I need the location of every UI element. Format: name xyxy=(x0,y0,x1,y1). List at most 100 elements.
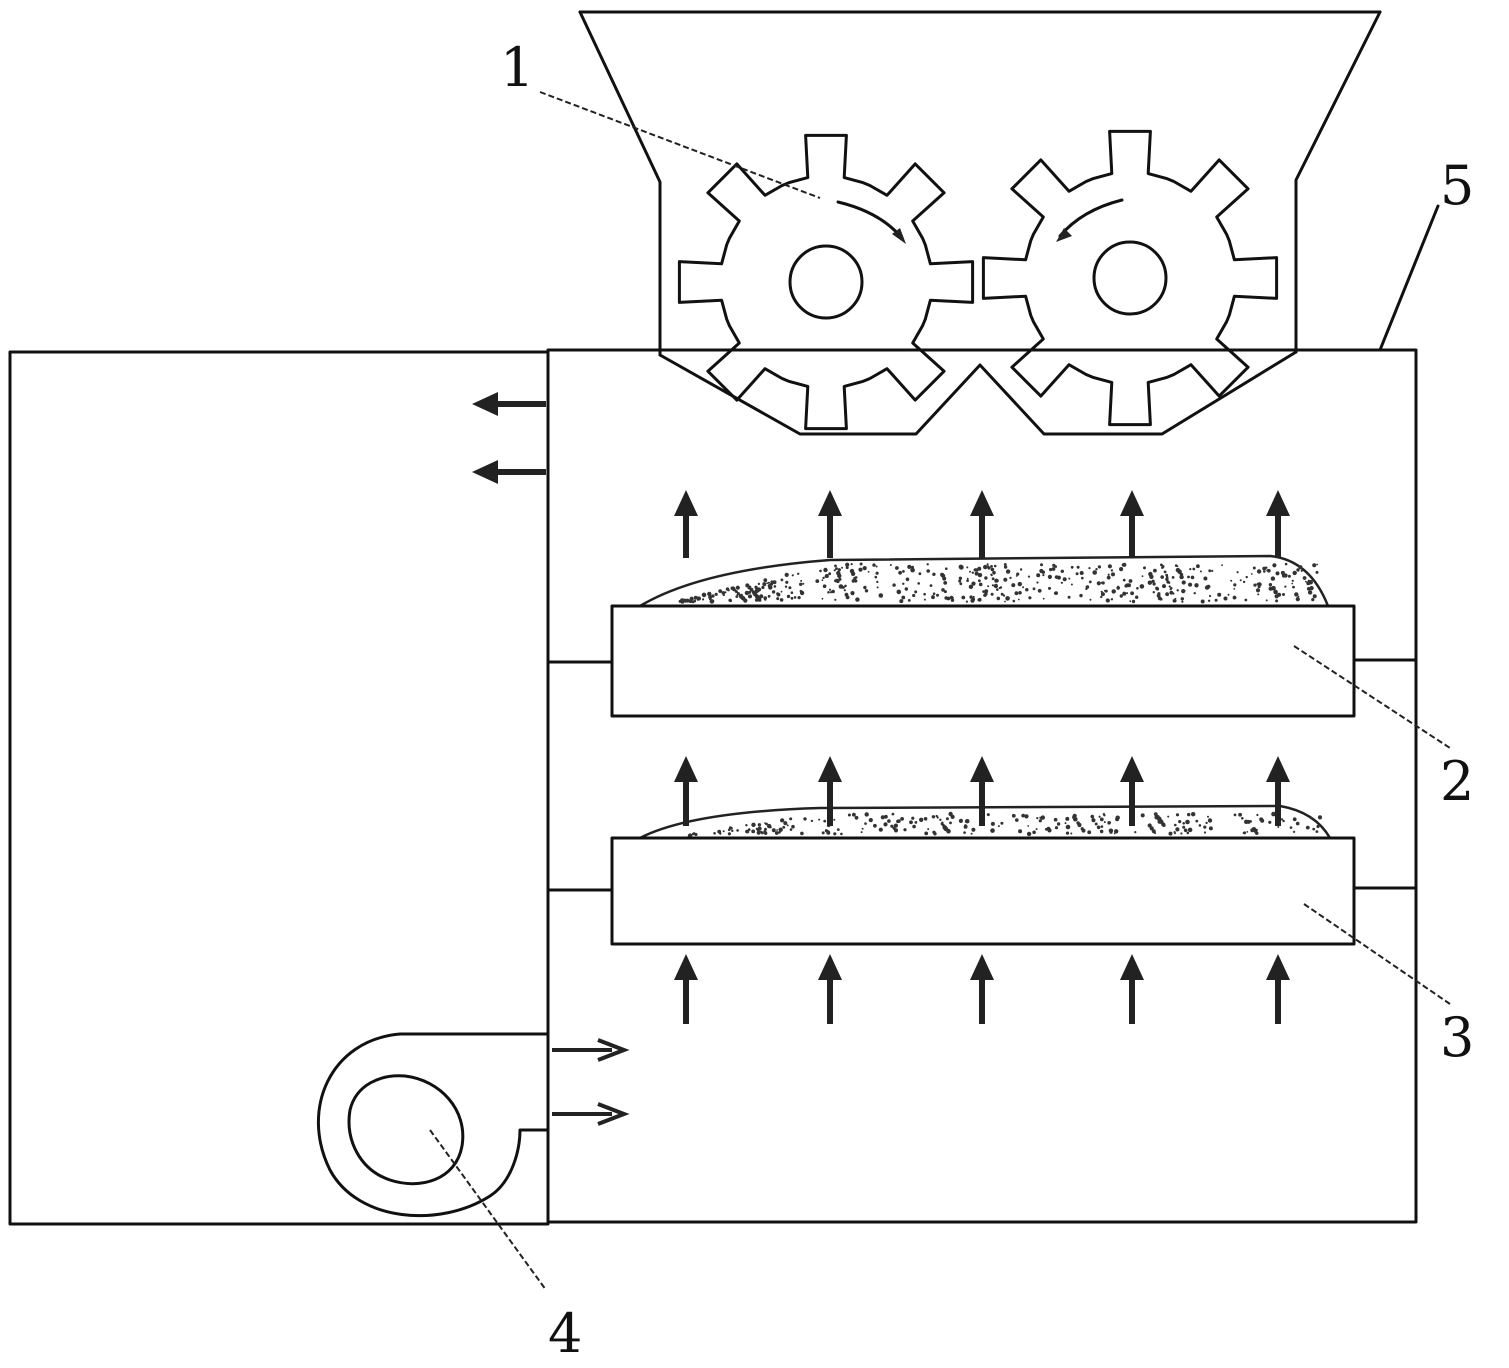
powder-particle xyxy=(1232,595,1237,600)
powder-particle xyxy=(945,567,948,570)
powder-particle xyxy=(1270,576,1276,581)
powder-particle xyxy=(977,572,983,578)
powder-particle xyxy=(1065,816,1070,821)
powder-particle xyxy=(757,823,762,827)
powder-particle xyxy=(1275,571,1280,576)
powder-particle xyxy=(743,598,748,603)
powder-particle xyxy=(1089,598,1092,601)
powder-particle xyxy=(1114,829,1119,834)
powder-particle xyxy=(854,815,859,820)
powder-particle xyxy=(837,568,841,572)
powder-particle xyxy=(773,585,777,588)
powder-particle xyxy=(982,590,985,593)
powder-particle xyxy=(745,824,748,827)
powder-particle xyxy=(990,821,995,826)
powder-particle xyxy=(878,827,883,832)
powder-particle xyxy=(827,591,830,594)
hopper xyxy=(578,10,1382,436)
powder-particle xyxy=(1070,565,1074,569)
powder-particle xyxy=(1107,573,1110,576)
powder-particle xyxy=(931,815,936,819)
powder-particle xyxy=(1165,592,1169,597)
powder-particle xyxy=(1194,583,1199,588)
powder-particle xyxy=(1054,826,1059,830)
powder-particle xyxy=(1296,568,1300,572)
powder-particle xyxy=(961,595,966,600)
powder-particle xyxy=(764,598,767,601)
powder-particle xyxy=(926,563,929,566)
powder-particle xyxy=(966,577,969,580)
powder-particle xyxy=(1255,588,1261,593)
powder-particle xyxy=(1280,818,1284,821)
powder-particle xyxy=(902,570,905,573)
powder-particle xyxy=(878,593,884,598)
powder-particle xyxy=(875,571,879,575)
powder-particle xyxy=(760,831,764,835)
powder-particle xyxy=(1165,577,1169,581)
powder-particle xyxy=(1317,815,1323,820)
powder-particle xyxy=(1307,590,1313,595)
powder-particle xyxy=(926,569,930,573)
powder-particle xyxy=(1305,825,1310,830)
powder-particle xyxy=(893,823,899,828)
powder-particle xyxy=(802,582,805,585)
powder-particle xyxy=(1203,825,1207,829)
powder-particle xyxy=(759,594,764,599)
powder-particle xyxy=(722,830,725,833)
powder-particle xyxy=(1032,587,1036,591)
powder-particle xyxy=(864,812,869,817)
powder-particle xyxy=(757,826,762,831)
powder-particle xyxy=(1316,563,1318,566)
powder-particle xyxy=(736,829,739,832)
upper-powder-heap xyxy=(635,554,1330,608)
powder-particle xyxy=(1119,594,1124,598)
powder-particle xyxy=(1310,587,1313,591)
powder-particle xyxy=(996,596,1001,601)
powder-particle xyxy=(1252,566,1256,570)
powder-particle xyxy=(1289,826,1293,829)
powder-particle xyxy=(971,827,976,832)
powder-particle xyxy=(1181,600,1184,603)
powder-particle xyxy=(1110,598,1114,601)
airflow-arrow xyxy=(674,954,698,1024)
powder-particle xyxy=(959,582,963,586)
powder-particle xyxy=(927,828,930,831)
label-part-5: 5 xyxy=(1440,154,1474,217)
powder-particle xyxy=(1163,570,1167,574)
powder-particle xyxy=(991,584,995,587)
powder-particle xyxy=(776,597,780,601)
label-part-3: 3 xyxy=(1440,1006,1474,1069)
powder-particle xyxy=(1275,599,1279,603)
powder-particle xyxy=(896,819,900,824)
powder-particle xyxy=(1311,598,1315,602)
powder-particle xyxy=(1129,600,1132,603)
powder-particle xyxy=(1042,597,1045,600)
powder-particle xyxy=(845,562,850,567)
powder-particle xyxy=(936,593,939,597)
powder-particle xyxy=(1233,813,1237,817)
powder-particle xyxy=(1195,819,1199,823)
powder-particle xyxy=(1292,570,1297,576)
powder-particle xyxy=(990,592,994,596)
powder-particle xyxy=(966,566,969,569)
powder-particle xyxy=(1175,813,1180,817)
powder-particle xyxy=(966,579,969,582)
powder-particle xyxy=(1302,576,1307,580)
powder-particle xyxy=(1104,589,1108,593)
powder-particle xyxy=(719,832,722,835)
powder-particle xyxy=(923,817,928,821)
powder-particle xyxy=(819,569,822,573)
powder-particle xyxy=(1246,831,1249,833)
powder-particle xyxy=(924,831,929,836)
powder-particle xyxy=(1183,828,1188,833)
powder-particle xyxy=(1221,564,1223,567)
powder-particle xyxy=(900,817,904,821)
powder-particle xyxy=(1100,829,1104,834)
powder-particle xyxy=(757,582,761,586)
powder-particle xyxy=(707,591,712,597)
rotation-arrow-left xyxy=(836,200,906,244)
powder-particle xyxy=(688,599,693,604)
powder-particle xyxy=(1282,819,1285,823)
powder-particle xyxy=(842,586,845,589)
powder-particle xyxy=(1233,588,1236,590)
